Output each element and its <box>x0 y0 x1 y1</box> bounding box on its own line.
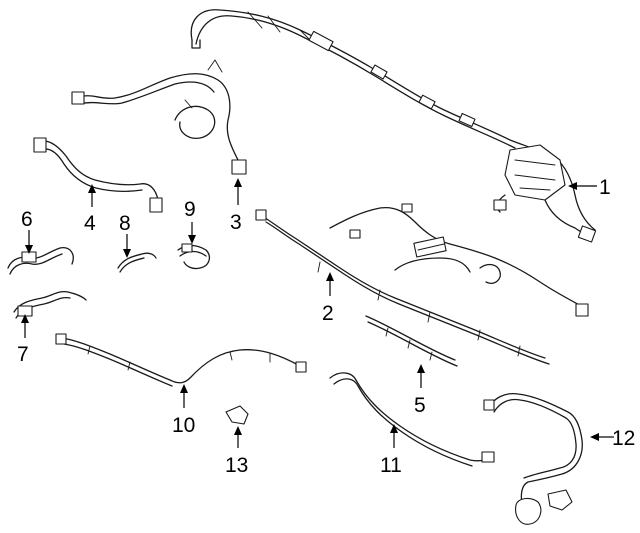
callout-4: 4 <box>84 212 96 235</box>
callout-10: 10 <box>172 414 195 437</box>
part-13-clip <box>225 405 249 425</box>
part-5-harness <box>365 315 458 367</box>
part-4-harness <box>33 137 163 213</box>
callout-5: 5 <box>414 394 426 417</box>
callout-3: 3 <box>230 211 242 234</box>
part-2-harness <box>255 203 589 365</box>
part-8-wire <box>117 252 157 273</box>
callout-12: 12 <box>612 427 635 450</box>
callout-11: 11 <box>380 454 402 477</box>
part-6-wire <box>7 247 74 275</box>
part-10-harness <box>55 333 307 387</box>
part-3-harness <box>71 59 247 175</box>
callout-6: 6 <box>21 208 33 231</box>
callout-8: 8 <box>119 212 131 235</box>
part-9-wire <box>177 243 211 270</box>
callout-7: 7 <box>17 343 29 366</box>
part-12-harness <box>483 392 583 525</box>
callout-2: 2 <box>322 302 334 325</box>
leader-lines <box>21 178 614 448</box>
callout-1: 1 <box>599 176 611 199</box>
part-7-wire <box>13 290 87 319</box>
part-11-harness <box>329 372 495 467</box>
callout-9: 9 <box>184 198 196 221</box>
part-1-main-harness <box>190 9 597 243</box>
callout-13: 13 <box>225 454 248 477</box>
